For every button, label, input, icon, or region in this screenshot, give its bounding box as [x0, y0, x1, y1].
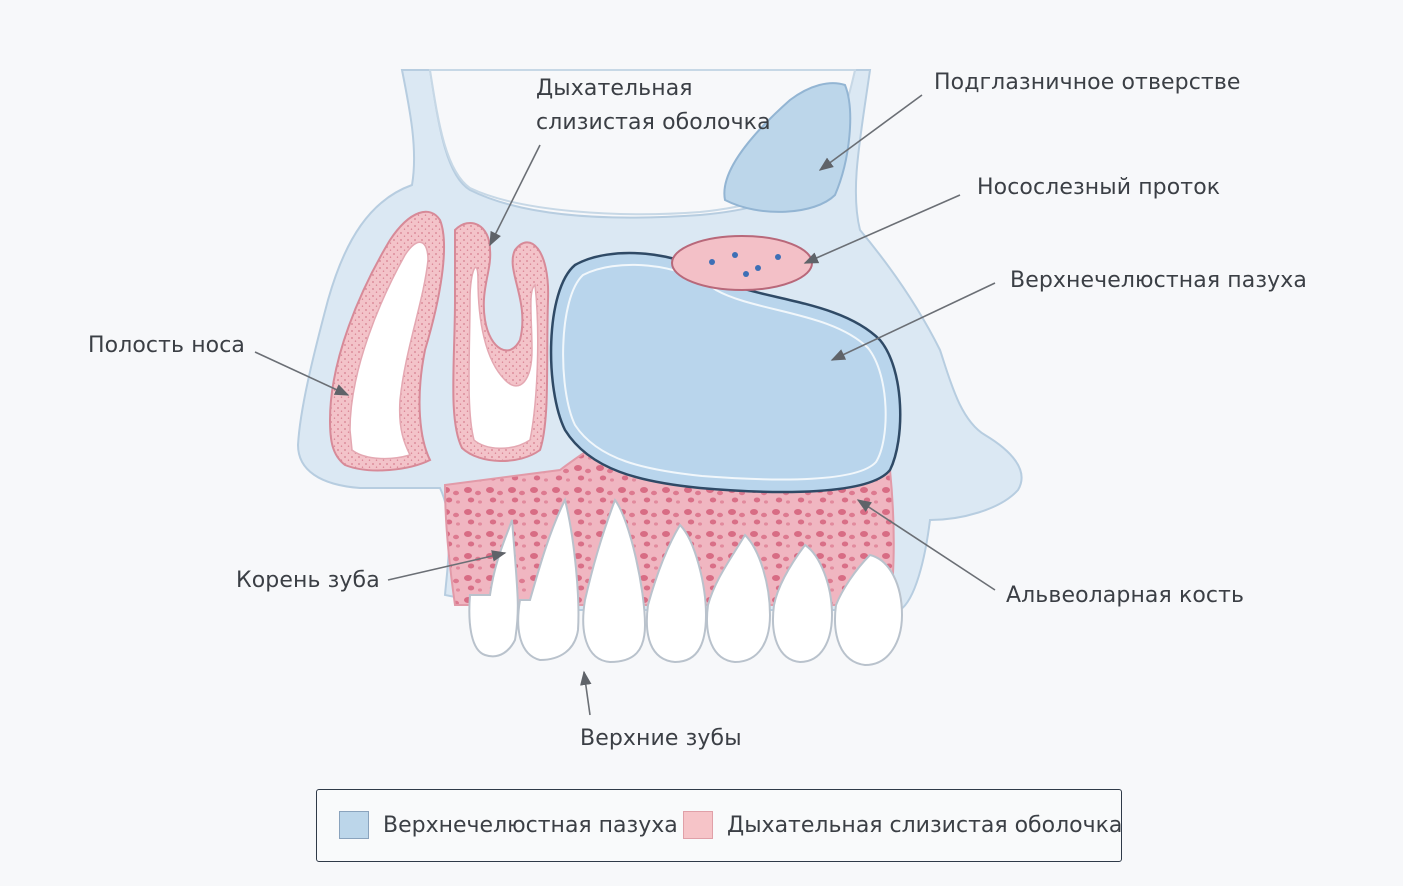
infraorbital-foramen-label: Подглазничное отверстве	[934, 70, 1241, 95]
legend: Верхнечелюстная пазуха Дыхательная слизи…	[316, 789, 1122, 862]
upper-teeth-group	[468, 497, 904, 667]
infraorbital-foramen-shape	[723, 82, 852, 213]
respiratory-mucosa-label-line2: слизистая оболочка	[536, 110, 771, 135]
legend-swatch-pink	[683, 811, 713, 839]
turbinate-airway	[468, 266, 539, 449]
infraorbital-foramen-leader	[818, 94, 923, 171]
legend-item-respiratory-mucosa: Дыхательная слизистая оболочка	[683, 810, 1122, 840]
nasal-cavity-label: Полость носа	[88, 333, 246, 358]
legend-label-respiratory-mucosa: Дыхательная слизистая оболочка	[727, 812, 1123, 838]
upper-teeth-leader	[580, 670, 592, 716]
legend-item-maxillary-sinus: Верхнечелюстная пазуха	[339, 810, 678, 840]
nasolacrimal-duct-label: Носослезный проток	[977, 175, 1221, 200]
nasal-airway	[349, 241, 429, 460]
legend-label-maxillary-sinus: Верхнечелюстная пазуха	[383, 812, 678, 838]
maxillary-sinus-label: Верхнечелюстная пазуха	[1010, 268, 1307, 293]
alveolar-bone-label: Альвеоларная кость	[1006, 583, 1245, 608]
nasolacrimal-duct-leader	[803, 194, 961, 264]
tooth-root-leader	[387, 550, 507, 581]
nasal-cavity-leader	[254, 351, 350, 396]
respiratory-mucosa-leader	[489, 144, 541, 247]
legend-swatch-blue	[339, 811, 369, 839]
maxillary-sinus-leader	[830, 282, 996, 361]
upper-teeth-label: Верхние зубы	[580, 726, 742, 751]
alveolar-bone-leader	[856, 499, 996, 591]
nasolacrimal-duct-shape	[671, 235, 813, 291]
tooth-root-label: Корень зуба	[236, 568, 380, 593]
respiratory-mucosa-label-line1: Дыхательная	[536, 76, 693, 101]
